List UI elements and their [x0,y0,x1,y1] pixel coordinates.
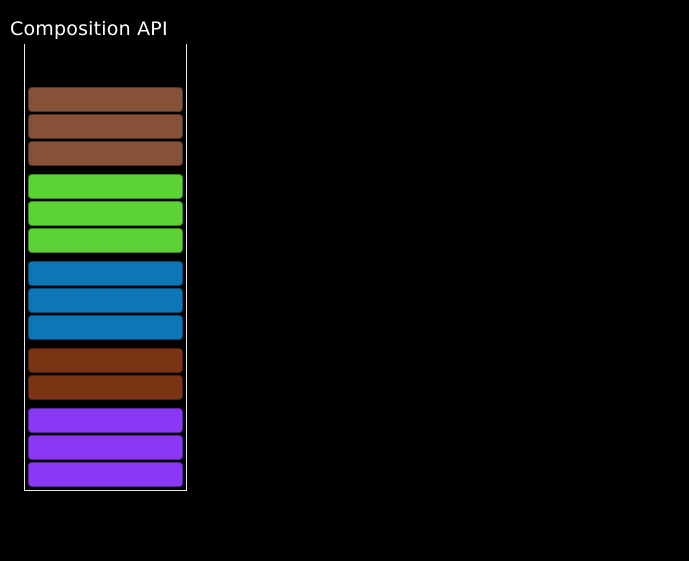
bar-segment-brown-3 [28,141,183,166]
bar-group-brown [28,87,183,166]
bar-group-blue [28,261,183,340]
bar-group-purple [28,408,183,487]
bar-group-dark-brown [28,348,183,400]
bar-segment-brown-2 [28,114,183,139]
bar-segment-green-3 [28,228,183,253]
chart-frame [24,44,187,491]
bar-segment-blue-2 [28,288,183,313]
bar-segment-brown-1 [28,87,183,112]
bar-segment-purple-3 [28,462,183,487]
bar-segment-dark-brown-1 [28,348,183,373]
page-title: Composition API [10,18,168,40]
bar-group-green [28,174,183,253]
bars-area [28,87,183,487]
bar-segment-purple-1 [28,408,183,433]
bar-segment-green-2 [28,201,183,226]
bar-segment-green-1 [28,174,183,199]
bar-segment-blue-1 [28,261,183,286]
bar-segment-dark-brown-2 [28,375,183,400]
bar-segment-blue-3 [28,315,183,340]
bar-segment-purple-2 [28,435,183,460]
